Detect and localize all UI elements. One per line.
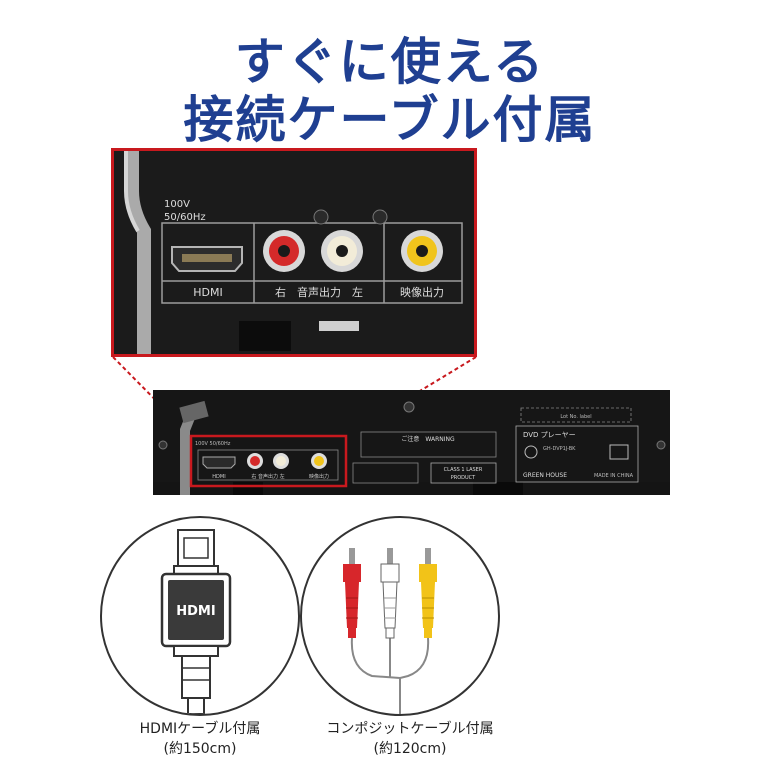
headline-line-2: 接続ケーブル付属: [183, 91, 597, 149]
av-caption-line-1: コンポジットケーブル付属: [326, 721, 494, 737]
composite-cable-caption: コンポジットケーブル付属 (約120cm): [280, 719, 540, 759]
device-audio-label: 右 音声出力 左: [251, 473, 284, 480]
zoomed-connector-panel: 100V 50/60Hz HDMI 右 音: [111, 148, 477, 357]
voltage-line-1: 100V: [164, 199, 190, 210]
class-label-line-2: PRODUCT: [451, 475, 476, 481]
hdmi-port-label: HDMI: [193, 286, 222, 299]
hdmi-caption-line-1: HDMIケーブル付属: [139, 721, 261, 737]
dvd-player-rear: 100V 50/60Hz HDMI 右 音声出力 左 映像出力 ご注意 WARN…: [153, 390, 670, 495]
rca-jack-white: [321, 230, 363, 272]
device-voltage: 100V 50/60Hz: [195, 441, 231, 447]
av-caption-line-2: (約120cm): [373, 741, 447, 757]
hdmi-port: [171, 246, 243, 272]
headline-line-1: すぐに使える: [234, 33, 546, 91]
rca-jack-yellow: [401, 230, 443, 272]
hdmi-caption-line-2: (約150cm): [163, 741, 237, 757]
warning-label: [360, 431, 497, 458]
warning-title: ご注意 WARNING: [401, 435, 455, 443]
product-name: DVD プレーヤー: [523, 431, 576, 439]
highlight-box: [189, 434, 348, 488]
white-rca-plug: [380, 548, 400, 639]
yellow-rca-plug: [419, 548, 437, 638]
brand-name: GREEN HOUSE: [523, 472, 567, 479]
lot-label: Lot No. label: [560, 414, 591, 420]
class-label-line-1: CLASS 1 LASER: [444, 467, 483, 473]
product-label: [515, 425, 639, 483]
power-cable: [125, 151, 151, 354]
device-hdmi-label: HDMI: [212, 474, 225, 480]
composite-cable-illustration: [300, 516, 500, 716]
audio-output-label: 右 音声出力 左: [275, 285, 363, 299]
hdmi-plug-text: HDMI: [176, 604, 215, 619]
rca-jack-red: [263, 230, 305, 272]
voltage-line-2: 50/60Hz: [164, 212, 206, 223]
made-in: MADE IN CHINA: [594, 473, 634, 479]
lot-label-box: [520, 407, 632, 423]
video-output-label: 映像出力: [400, 285, 444, 299]
class-laser-label: [430, 462, 497, 484]
hdmi-cable-illustration: HDMI: [100, 516, 300, 716]
hdmi-cable-caption: HDMIケーブル付属 (約150cm): [70, 719, 330, 759]
red-rca-plug: [343, 548, 361, 638]
device-video-label: 映像出力: [309, 473, 329, 480]
model-number: GH-DVP1J-BK: [543, 446, 576, 452]
